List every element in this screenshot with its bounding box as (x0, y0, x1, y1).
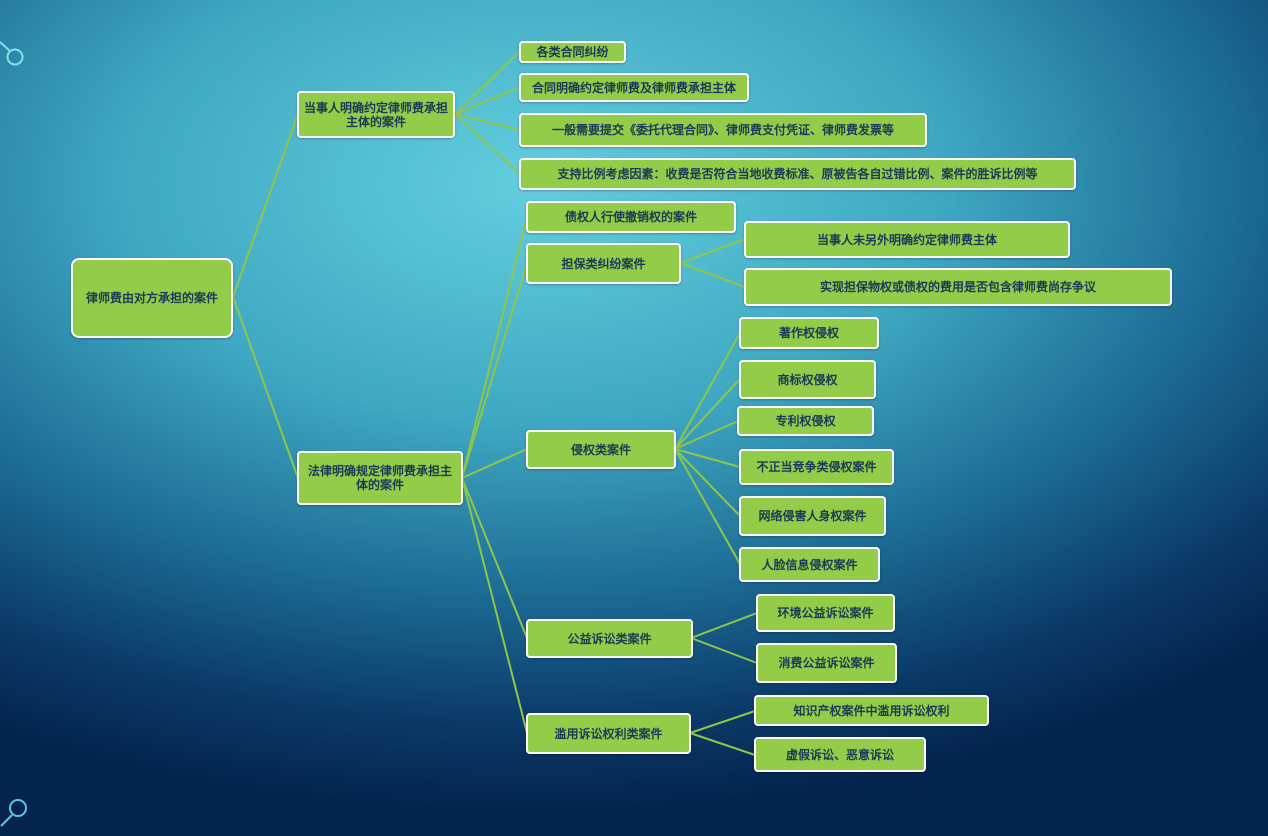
tort-child-node[interactable]: 网络侵害人身权案件 (739, 496, 886, 536)
abuse-of-rights-node[interactable]: 滥用诉讼权利类案件 (526, 713, 691, 754)
connector-line (674, 378, 741, 450)
creditor-revocation-node[interactable]: 债权人行使撤销权的案件 (526, 201, 736, 233)
root-node[interactable]: 律师费由对方承担的案件 (71, 258, 233, 338)
abuse-child-node[interactable]: 知识产权案件中滥用诉讼权利 (754, 695, 989, 726)
connector-line (674, 332, 741, 450)
connector-line (232, 113, 299, 298)
agreed-child-node[interactable]: 各类合同纠纷 (519, 41, 626, 63)
branch-agreed-node[interactable]: 当事人明确约定律师费承担主体的案件 (297, 91, 455, 138)
agreed-child-node[interactable]: 支持比例考虑因素：收费是否符合当地收费标准、原被告各自过错比例、案件的胜诉比例等 (519, 158, 1076, 190)
tort-child-node[interactable]: 商标权侵权 (739, 360, 876, 399)
connector-line (454, 50, 521, 115)
public-interest-node[interactable]: 公益诉讼类案件 (526, 619, 693, 658)
connector-line (232, 296, 299, 479)
connector-line (674, 448, 741, 517)
guarantee-dispute-node[interactable]: 担保类纠纷案件 (526, 243, 681, 284)
branch-statutory-node[interactable]: 法律明确规定律师费承担主体的案件 (297, 451, 463, 505)
agreed-child-node[interactable]: 一般需要提交《委托代理合同》、律师费支付凭证、律师费发票等 (519, 113, 927, 147)
guarantee-child-node[interactable]: 当事人未另外明确约定律师费主体 (744, 221, 1070, 258)
connector-line (690, 637, 758, 664)
connector-line (461, 216, 528, 479)
connector-line (679, 238, 746, 264)
connector-line (461, 448, 528, 479)
decorative-ring-icon (0, 799, 27, 827)
connector-line (689, 710, 756, 734)
tort-case-node[interactable]: 侵权类案件 (526, 430, 676, 469)
abuse-child-node[interactable]: 虚假诉讼、恶意诉讼 (754, 737, 926, 772)
tort-child-node[interactable]: 人脸信息侵权案件 (739, 547, 880, 582)
connector-line (690, 612, 758, 639)
connector-line (674, 448, 741, 468)
connector-line (674, 420, 739, 450)
connector-line (461, 477, 528, 734)
public-interest-child-node[interactable]: 环境公益诉讼案件 (756, 594, 895, 632)
connector-line (454, 113, 521, 131)
connector-line (679, 262, 746, 288)
agreed-child-node[interactable]: 合同明确约定律师费及律师费承担主体 (519, 73, 749, 102)
connector-line (461, 262, 528, 479)
connector-line (689, 732, 756, 756)
guarantee-child-node[interactable]: 实现担保物权或债权的费用是否包含律师费尚存争议 (744, 268, 1172, 306)
connector-line (461, 477, 528, 639)
tort-child-node[interactable]: 著作权侵权 (739, 317, 879, 349)
tort-child-node[interactable]: 不正当竞争类侵权案件 (739, 449, 894, 485)
connector-line (454, 113, 521, 175)
public-interest-child-node[interactable]: 消费公益诉讼案件 (756, 643, 897, 683)
decorative-ring-icon (0, 41, 24, 66)
tort-child-node[interactable]: 专利权侵权 (737, 406, 874, 436)
connector-line (454, 86, 521, 115)
connector-line (674, 448, 741, 565)
